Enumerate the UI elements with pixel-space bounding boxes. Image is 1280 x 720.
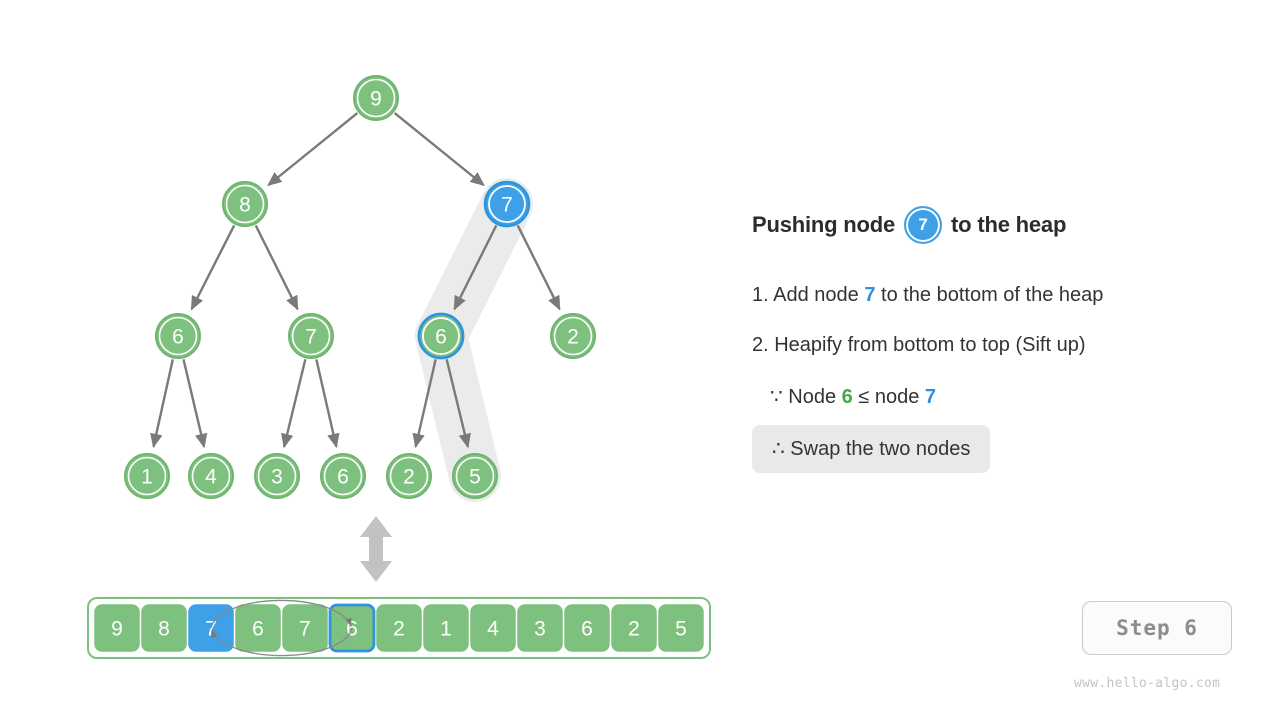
step-2-prefix: 2. Heapify from bottom to top (Sift up) <box>752 334 1086 356</box>
array-cell: 3 <box>517 604 563 652</box>
array-cell-value: 4 <box>487 618 499 641</box>
conclusion-box: ∴ Swap the two nodes <box>752 425 991 473</box>
panel-title: Pushing node 7 to the heap <box>752 206 1252 244</box>
tree-node-label: 6 <box>435 326 447 349</box>
reason-value-a: 6 <box>841 386 853 408</box>
array-cell: 9 <box>94 604 140 652</box>
panel-title-badge: 7 <box>904 206 943 244</box>
array-cell: 2 <box>376 604 422 652</box>
reason-line: ∵ Node 6 ≤ node 7 <box>770 384 1252 409</box>
array-cell-value: 3 <box>534 618 546 641</box>
sift-up-path-highlight <box>415 178 533 502</box>
tree-node-6: 6 <box>320 453 366 499</box>
array-cell: 5 <box>658 604 704 652</box>
step-indicator: Step 6 <box>1082 601 1232 655</box>
array-cell-value: 6 <box>252 618 264 641</box>
tree-edges <box>150 112 561 449</box>
tree-node-6: 6 <box>417 312 465 360</box>
array-cells: 9 8 7 6 7 6 2 1 4 3 6 2 5 <box>87 597 711 659</box>
step-1-prefix: 1. Add node <box>752 284 865 306</box>
tree-nodes: 9 8 7 6 7 6 2 1 4 3 6 2 5 <box>124 75 596 499</box>
tree-node-4: 4 <box>188 453 234 499</box>
array-cell: 6 <box>328 603 376 653</box>
panel-title-prefix: Pushing node <box>752 212 896 237</box>
array-cell: 7 <box>282 604 328 652</box>
array-cell-value: 6 <box>346 618 358 641</box>
tree-node-label: 6 <box>337 466 349 489</box>
tree-node-label: 4 <box>205 466 217 489</box>
tree-node-label: 8 <box>239 194 251 217</box>
array-cell: 7 <box>188 604 234 652</box>
array-cell-value: 7 <box>205 618 217 641</box>
step-item-2: 2. Heapify from bottom to top (Sift up) <box>752 334 1252 357</box>
tree-node-label: 3 <box>271 466 283 489</box>
step-1-suffix: to the bottom of the heap <box>875 284 1104 306</box>
tree-node-8: 8 <box>222 181 268 227</box>
array-cell-value: 8 <box>158 618 170 641</box>
tree-node-label: 2 <box>567 326 579 349</box>
tree-node-2: 2 <box>550 313 596 359</box>
array-cell-value: 1 <box>440 618 452 641</box>
step-item-1: 1. Add node 7 to the bottom of the heap <box>752 284 1252 307</box>
explanation-panel: Pushing node 7 to the heap 1. Add node 7… <box>752 206 1252 473</box>
tree-node-2: 2 <box>386 453 432 499</box>
array-cell-value: 9 <box>111 618 123 641</box>
swap-arc <box>210 599 353 657</box>
array-cell-value: 2 <box>628 618 640 641</box>
tree-node-label: 7 <box>305 326 317 349</box>
tree-node-label: 7 <box>501 194 513 217</box>
tree-node-label: 1 <box>141 466 153 489</box>
steps-list: 1. Add node 7 to the bottom of the heap … <box>752 284 1252 473</box>
array-cell: 6 <box>564 604 610 652</box>
panel-title-suffix: to the heap <box>951 212 1067 237</box>
array-cell: 1 <box>423 604 469 652</box>
watermark: www.hello-algo.com <box>1074 676 1221 691</box>
tree-node-9: 9 <box>353 75 399 121</box>
tree-node-1: 1 <box>124 453 170 499</box>
tree-node-7: 7 <box>483 180 531 228</box>
tree-node-3: 3 <box>254 453 300 499</box>
reason-middle: ≤ node <box>852 386 925 408</box>
array-cell: 6 <box>235 604 281 652</box>
array-cell-value: 6 <box>581 618 593 641</box>
array-cell-value: 5 <box>675 618 687 641</box>
tree-node-6: 6 <box>155 313 201 359</box>
array-cell: 2 <box>611 604 657 652</box>
array-cell: 4 <box>470 604 516 652</box>
tree-node-7: 7 <box>288 313 334 359</box>
reason-value-b: 7 <box>924 386 937 408</box>
tree-node-label: 6 <box>172 326 184 349</box>
tree-node-label: 2 <box>403 466 415 489</box>
tree-node-label: 9 <box>370 88 382 111</box>
tree-node-5: 5 <box>452 453 498 499</box>
array-cell-value: 7 <box>299 618 311 641</box>
tree-node-label: 5 <box>469 466 481 489</box>
array-cell: 8 <box>141 604 187 652</box>
reason-prefix: ∵ Node <box>770 386 842 408</box>
array-cell-value: 2 <box>393 618 405 641</box>
step-1-value: 7 <box>864 284 876 306</box>
tree-array-sync-arrow <box>360 516 392 582</box>
